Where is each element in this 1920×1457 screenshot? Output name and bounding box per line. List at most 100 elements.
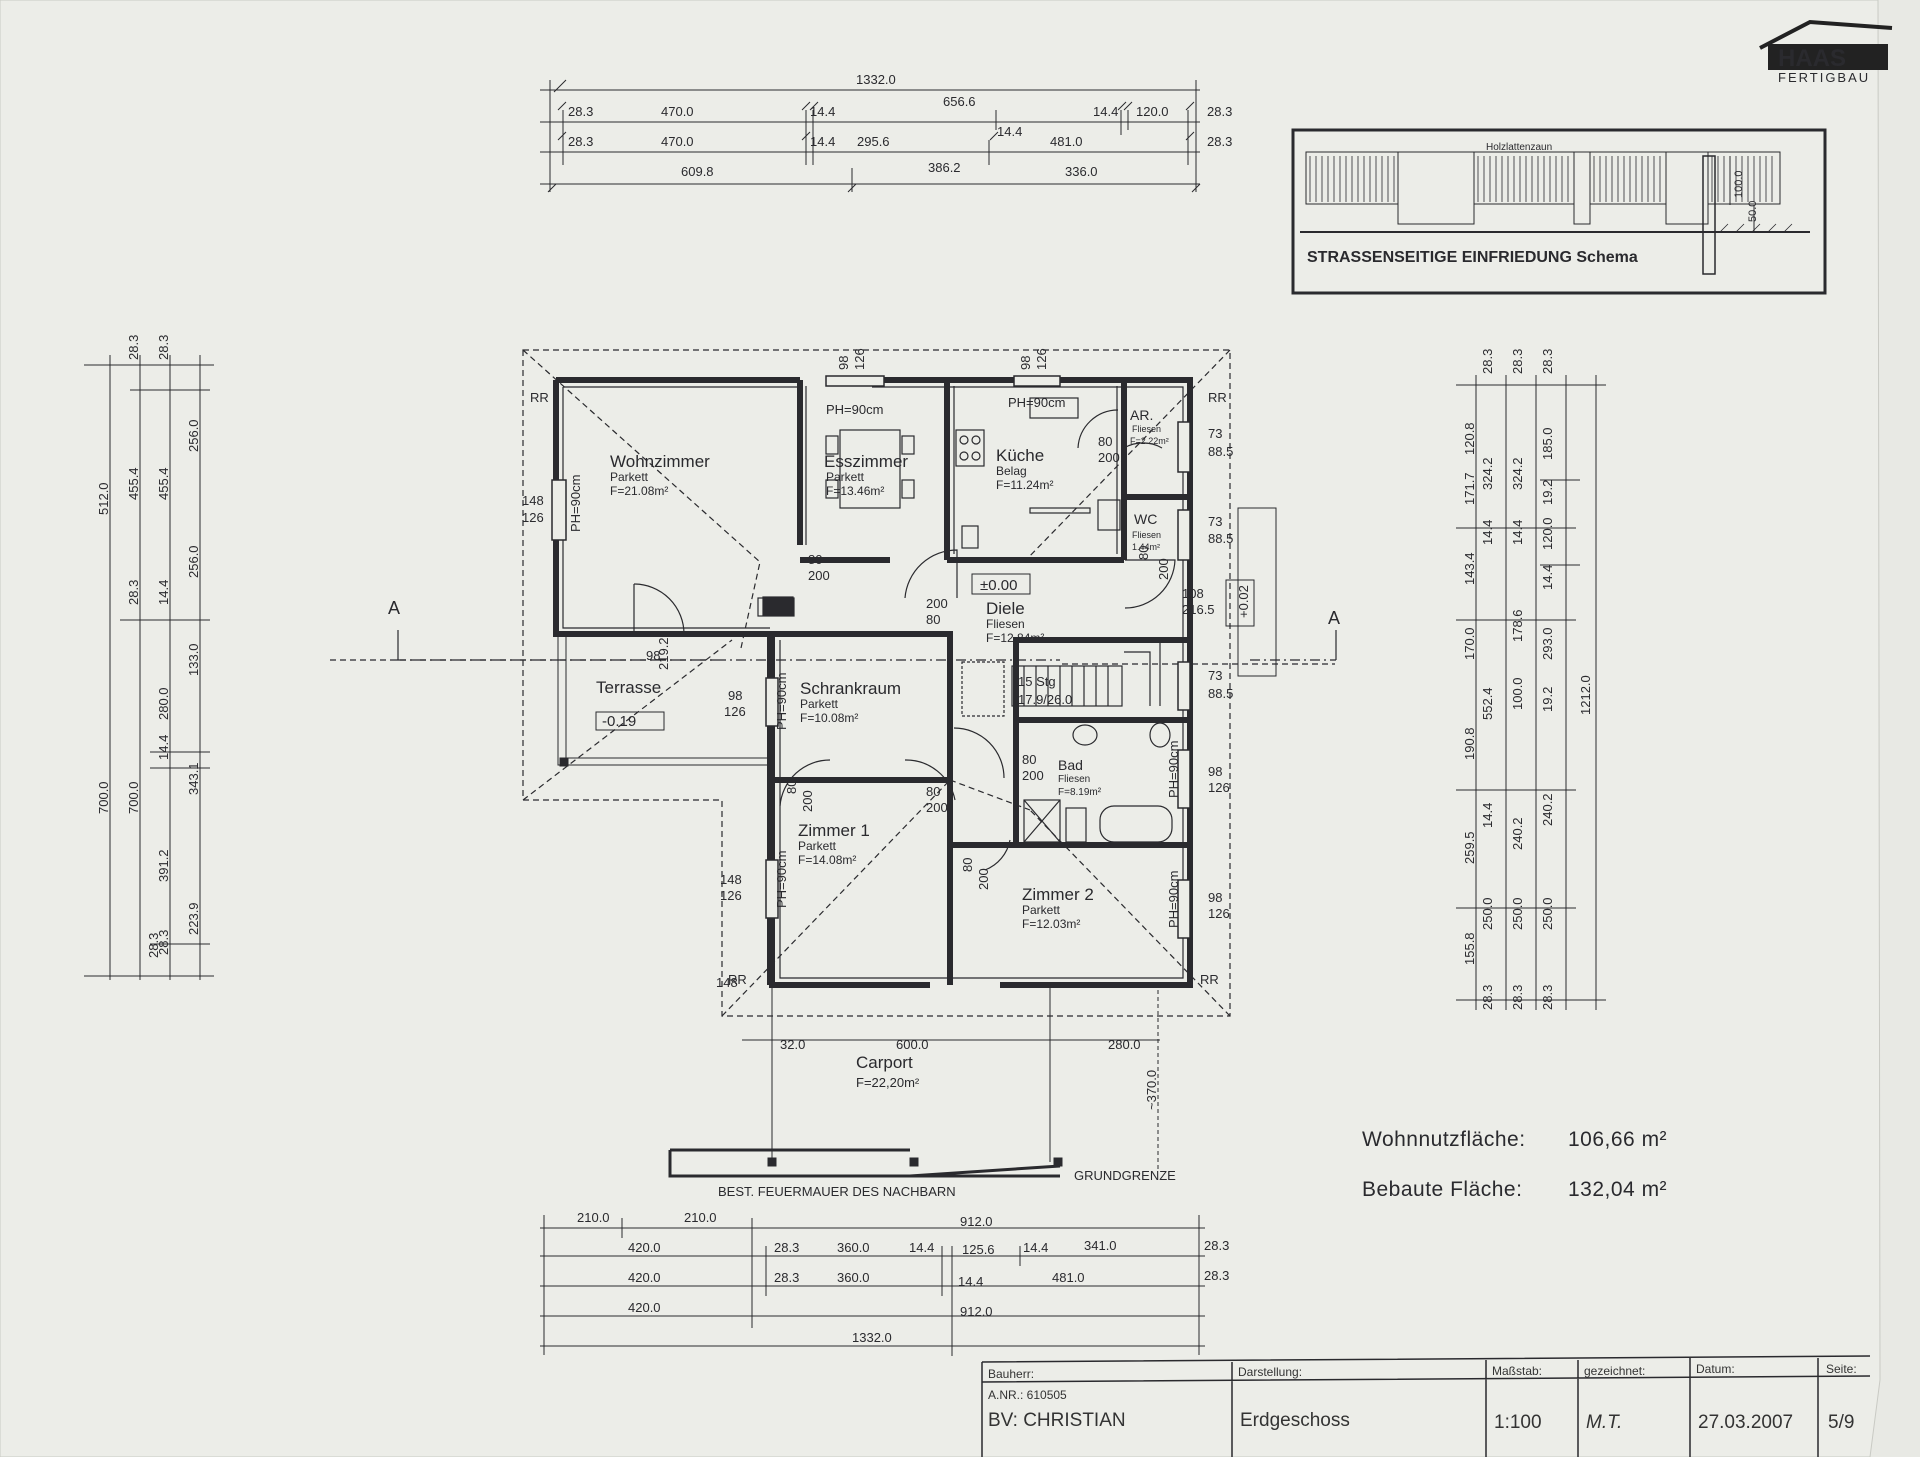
svg-text:80: 80	[784, 780, 799, 794]
carport	[668, 985, 1160, 1178]
svg-text:295.6: 295.6	[857, 134, 890, 149]
svg-text:Wohnzimmer: Wohnzimmer	[610, 452, 710, 471]
svg-text:98: 98	[728, 688, 742, 703]
svg-text:WC: WC	[1134, 511, 1157, 527]
svg-text:28.3: 28.3	[1207, 134, 1232, 149]
svg-text:200: 200	[1022, 768, 1044, 783]
svg-text:Fliesen: Fliesen	[1132, 530, 1161, 540]
fence-schema: STRASSENSEITIGE EINFRIEDUNG Schema Holzl…	[1291, 128, 1827, 295]
svg-text:28.3: 28.3	[126, 580, 141, 605]
svg-text:343.1: 343.1	[186, 762, 201, 795]
svg-text:155.8: 155.8	[1462, 932, 1477, 965]
svg-text:14.4: 14.4	[1510, 520, 1525, 545]
svg-text:455.4: 455.4	[126, 467, 141, 500]
svg-text:F=8.19m²: F=8.19m²	[1058, 787, 1102, 798]
section-marker-right: A	[1328, 608, 1340, 628]
svg-text:Küche: Küche	[996, 446, 1044, 465]
svg-text:120.0: 120.0	[1540, 517, 1555, 550]
svg-text:28.3: 28.3	[156, 930, 171, 955]
svg-text:Fliesen: Fliesen	[1058, 774, 1090, 785]
svg-text:250.0: 250.0	[1540, 897, 1555, 930]
chimney	[762, 596, 794, 616]
heating-unit	[961, 661, 1005, 717]
svg-text:200: 200	[808, 568, 830, 583]
windows	[551, 375, 1191, 939]
svg-text:RR: RR	[530, 390, 549, 405]
svg-text:80: 80	[1136, 546, 1151, 560]
svg-text:Parkett: Parkett	[826, 470, 865, 484]
svg-text:700.0: 700.0	[96, 781, 111, 814]
wohnnutzflaeche-value: 106,66 m²	[1568, 1128, 1668, 1151]
svg-text:223.9: 223.9	[186, 902, 201, 935]
svg-text:~370.0: ~370.0	[1144, 1070, 1159, 1110]
tb-bv: BV: CHRISTIAN	[988, 1410, 1126, 1431]
svg-text:360.0: 360.0	[837, 1240, 870, 1255]
svg-text:80: 80	[926, 784, 940, 799]
svg-text:98: 98	[1208, 890, 1222, 905]
svg-text:14.4: 14.4	[1023, 1240, 1048, 1255]
svg-text:14.4: 14.4	[810, 134, 835, 149]
svg-text:552.4: 552.4	[1480, 687, 1495, 720]
wc-toilet	[1097, 499, 1121, 531]
svg-text:219.2: 219.2	[656, 637, 671, 670]
svg-text:126: 126	[1208, 906, 1230, 921]
svg-text:216.5: 216.5	[1182, 602, 1215, 617]
tb-darstellung-label: Darstellung:	[1238, 1365, 1303, 1379]
svg-text:200: 200	[1156, 558, 1171, 580]
svg-text:PH=90cm: PH=90cm	[774, 673, 789, 730]
svg-text:386.2: 386.2	[928, 160, 961, 175]
svg-text:80: 80	[1022, 752, 1036, 767]
bathtub	[1099, 805, 1173, 843]
svg-text:19.2: 19.2	[1540, 480, 1555, 505]
svg-text:Carport: Carport	[856, 1053, 913, 1072]
shower	[1023, 799, 1061, 843]
svg-text:600.0: 600.0	[896, 1037, 929, 1052]
entrance: +0.02 ±0.00	[971, 507, 1277, 677]
svg-text:143.4: 143.4	[1462, 552, 1477, 585]
dining-table	[839, 429, 901, 509]
svg-text:126: 126	[852, 348, 867, 370]
svg-text:F=11.24m²: F=11.24m²	[996, 478, 1053, 492]
room-terrasse: Terrasse-0.19	[596, 678, 661, 730]
svg-text:14.4: 14.4	[1480, 520, 1495, 545]
svg-text:PH=90cm: PH=90cm	[1166, 871, 1181, 928]
svg-text:120.0: 120.0	[1136, 104, 1169, 119]
bad-toilet	[1072, 724, 1098, 746]
washer	[1065, 807, 1087, 843]
svg-text:Schrankraum: Schrankraum	[800, 679, 901, 698]
svg-text:F=12.03m²: F=12.03m²	[1022, 917, 1080, 931]
svg-text:420.0: 420.0	[628, 1300, 661, 1315]
svg-text:148: 148	[522, 493, 544, 508]
tb-datum: 27.03.2007	[1698, 1412, 1794, 1433]
neighbor-wall-label: BEST. FEUERMAUER DES NACHBARN	[718, 1184, 956, 1199]
doors	[633, 409, 1176, 871]
tb-seite-label: Seite:	[1826, 1362, 1857, 1376]
logo-subtext: FERTIGBAU	[1778, 70, 1870, 85]
svg-text:PH=90cm: PH=90cm	[568, 475, 583, 532]
svg-text:481.0: 481.0	[1052, 1270, 1085, 1285]
svg-text:PH=90cm: PH=90cm	[826, 402, 883, 417]
svg-text:28.3: 28.3	[156, 335, 171, 360]
svg-text:F=2.22m²: F=2.22m²	[1130, 436, 1169, 446]
svg-text:Parkett: Parkett	[800, 697, 839, 711]
svg-text:-0.19: -0.19	[602, 713, 636, 730]
terrace-level-box	[595, 711, 665, 731]
fence-label: Holzlattenzaun	[1486, 142, 1552, 153]
bad-sink	[1149, 722, 1171, 748]
svg-text:341.0: 341.0	[1084, 1238, 1117, 1253]
svg-text:1332.0: 1332.0	[856, 72, 896, 87]
svg-text:100.0: 100.0	[1510, 677, 1525, 710]
svg-text:170.0: 170.0	[1462, 627, 1477, 660]
svg-text:98: 98	[1208, 764, 1222, 779]
dimensions-left: 512.0 700.0 28.3 455.4 28.3 700.0 28.3 2…	[84, 335, 214, 980]
svg-text:240.2: 240.2	[1510, 817, 1525, 850]
haas-logo: HAAS FERTIGBAU	[1759, 19, 1893, 85]
svg-text:14.4: 14.4	[156, 580, 171, 605]
